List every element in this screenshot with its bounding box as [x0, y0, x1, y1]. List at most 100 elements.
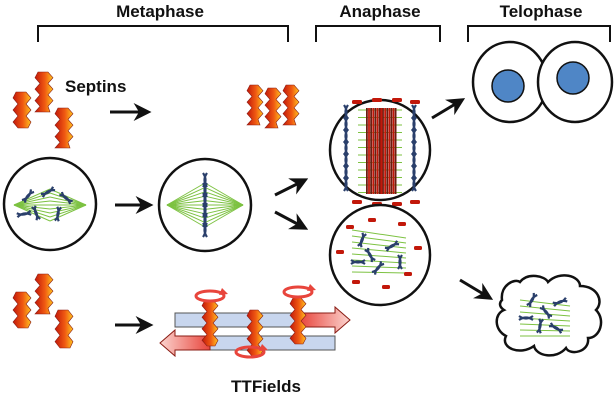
- arrow-to-aberrant-cell: [459, 278, 494, 300]
- chromosome: [548, 322, 564, 334]
- chromosome: [384, 240, 400, 252]
- chromosomes-aligned: [202, 172, 208, 238]
- rotation-arrow: [282, 285, 314, 299]
- septin-fragment: [414, 246, 422, 250]
- disrupted-spindle: [336, 218, 422, 289]
- rotation-arrow: [194, 289, 226, 303]
- chromosome: [21, 189, 35, 203]
- septin-filament: [282, 84, 300, 126]
- arrow-to-normal-anaphase: [274, 178, 309, 197]
- septin-fragment: [398, 222, 406, 226]
- septins-label: Septins: [65, 77, 126, 96]
- septin-ring: [378, 108, 381, 194]
- mitotic-spindle: [13, 188, 87, 222]
- septin-ring: [392, 108, 395, 194]
- chromosome: [411, 176, 417, 192]
- septin-filaments-top-left: [12, 71, 74, 149]
- chromosome: [526, 292, 538, 308]
- septin-fragment: [352, 200, 362, 204]
- nucleus-right: [556, 61, 590, 95]
- septin-ring: [388, 108, 391, 194]
- septin-ring: [386, 108, 389, 194]
- septin-ring: [368, 108, 370, 194]
- chromosome: [343, 176, 349, 192]
- chromosome: [518, 315, 534, 321]
- nucleus-left: [491, 69, 525, 103]
- metaphase-bracket: [37, 25, 289, 42]
- anaphase-cell-normal: [328, 98, 432, 206]
- septin-ring: [382, 108, 384, 194]
- chromosome: [40, 186, 56, 198]
- septin-ring: [380, 108, 383, 194]
- chromosome: [16, 210, 32, 218]
- septin-filament: [201, 299, 219, 347]
- septin-ring: [390, 108, 393, 194]
- collapsed-spindle: [518, 292, 571, 337]
- septin-ring: [384, 108, 386, 194]
- septin-filaments-bottom-left: [12, 273, 74, 349]
- metaphase-cell-left: [2, 156, 98, 252]
- aberrant-cell: [495, 274, 603, 357]
- field-arrow-right: [299, 305, 351, 335]
- ttfields-label: TTFields: [231, 377, 301, 396]
- anaphase-bracket: [315, 25, 441, 42]
- chromosome: [31, 205, 41, 221]
- chromosome: [552, 297, 568, 307]
- septin-fragment: [410, 100, 420, 104]
- septin-ring: [394, 108, 397, 194]
- metaphase-cell-aligned: [157, 157, 253, 253]
- telophase-bracket: [467, 25, 611, 42]
- septin-filament: [34, 71, 54, 113]
- septin-fragment: [336, 250, 344, 254]
- septin-ring: [372, 108, 375, 194]
- septin-fragment: [410, 200, 420, 204]
- septin-fragment: [352, 280, 360, 284]
- anaphase-cell-disrupted: [328, 203, 432, 307]
- septin-fragment: [346, 225, 354, 229]
- septin-filament: [54, 309, 74, 349]
- septin-ring: [366, 108, 368, 194]
- septin-filament: [12, 91, 32, 129]
- septin-filament: [264, 87, 282, 129]
- anaphase-label: Anaphase: [339, 2, 420, 21]
- chromosome: [350, 259, 366, 265]
- arrow-to-disrupted-anaphase: [274, 210, 309, 230]
- septin-fragment: [404, 272, 412, 276]
- chromosome: [364, 247, 376, 263]
- anaphase-spindle-with-septin-ring: [343, 98, 420, 206]
- chromosome: [397, 254, 403, 270]
- septin-ring: [374, 108, 377, 194]
- chromosome: [357, 232, 367, 248]
- septin-filament: [289, 297, 307, 345]
- septin-ring: [370, 108, 372, 194]
- chromosome: [54, 206, 62, 222]
- ttfields-graphic: [159, 284, 351, 359]
- chromosome: [371, 261, 385, 275]
- metaphase-label: Metaphase: [116, 2, 204, 21]
- chromosome: [539, 305, 553, 319]
- rotation-arrowhead: [259, 344, 268, 351]
- rotation-arrows: [194, 284, 316, 359]
- septin-fragment: [392, 98, 402, 102]
- septin-ring: [376, 108, 379, 194]
- chromosome: [202, 222, 208, 238]
- septin-filaments-top-right: [246, 84, 300, 129]
- septin-fragment: [368, 218, 376, 222]
- septin-filament: [34, 273, 54, 315]
- septin-filament: [54, 107, 74, 149]
- chromosome: [59, 191, 73, 205]
- telophase-label: Telophase: [500, 2, 583, 21]
- telophase-daughter-cells: [471, 40, 614, 124]
- chromosome: [536, 318, 544, 334]
- mitotic-spindle: [166, 182, 244, 228]
- septin-fragment: [392, 202, 402, 206]
- septin-fragment: [382, 285, 390, 289]
- chromosomes: [16, 186, 73, 222]
- rotation-arrowhead: [307, 284, 316, 291]
- arrow-to-telophase: [431, 98, 466, 120]
- rotation-arrowhead: [219, 288, 228, 295]
- septin-fragment: [372, 98, 382, 102]
- septin-filament: [12, 291, 32, 329]
